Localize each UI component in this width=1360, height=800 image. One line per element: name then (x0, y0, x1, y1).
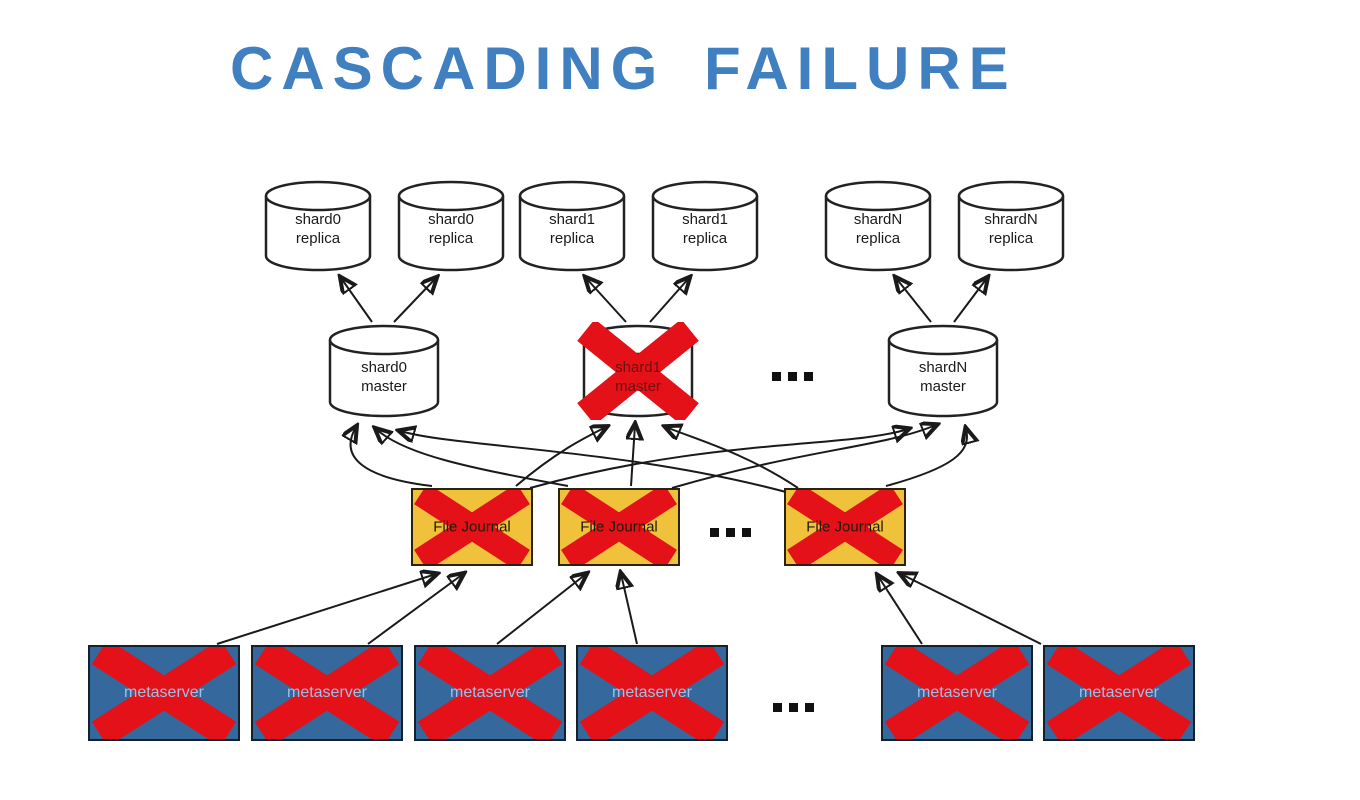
arrow-journal3-master0 (400, 431, 787, 493)
arrow-metaserver5-journal3 (878, 576, 923, 645)
label-line1: shard1 (682, 211, 728, 228)
arrow-metaserver1-journal1 (216, 574, 436, 645)
page-title: CASCADING FAILURE (230, 35, 1017, 102)
ellipsis-metaservers (773, 703, 814, 712)
label-line2: master (615, 378, 661, 395)
node-label: metaserver (611, 684, 693, 701)
arrow-journal3-master1 (666, 427, 799, 489)
node-metaserver-1-failed: metaserver (88, 645, 240, 741)
node-shard0-master: shard0 master (328, 324, 440, 418)
failure-x-icon (417, 647, 563, 739)
node-metaserver-6-failed: metaserver (1043, 645, 1195, 741)
arrow-metaserver6-journal3 (901, 574, 1042, 645)
label-line1: shrardN (984, 211, 1038, 228)
arrow-master1-replica1 (586, 278, 627, 323)
database-cylinder-icon (264, 180, 372, 272)
failure-x-icon (577, 322, 699, 420)
database-cylinder-icon (957, 180, 1065, 272)
label-line2: replica (855, 230, 901, 247)
failure-x-icon (414, 490, 530, 564)
node-shardN-master: shardN master (887, 324, 999, 418)
database-cylinder-icon (518, 180, 626, 272)
node-metaserver-3-failed: metaserver (414, 645, 566, 741)
arrow-journal1-masterN (529, 429, 908, 489)
node-label: metaserver (123, 684, 205, 701)
database-cylinder-icon (651, 180, 759, 272)
node-label: shard1 replica (518, 210, 626, 248)
label-line2: replica (988, 230, 1034, 247)
node-label: metaserver (916, 684, 998, 701)
arrow-metaserver2-journal1 (367, 574, 463, 645)
node-label: metaserver (1078, 684, 1160, 701)
node-label: shard0 replica (264, 210, 372, 248)
database-cylinder-icon (824, 180, 932, 272)
failure-x-icon (561, 490, 677, 564)
database-cylinder-icon (397, 180, 505, 272)
arrow-masterN-replica1 (896, 278, 932, 323)
node-shard1-replica-2: shard1 replica (651, 180, 759, 272)
arrow-masterN-replica2 (953, 278, 987, 323)
label-line2: replica (549, 230, 595, 247)
node-label: shard1 master (582, 358, 694, 396)
node-label: shrardN replica (957, 210, 1065, 248)
node-shardN-replica-1: shardN replica (824, 180, 932, 272)
label-line1: shard0 (295, 211, 341, 228)
label-line2: replica (428, 230, 474, 247)
arrow-metaserver3-journal2 (496, 574, 586, 645)
node-shardN-replica-2: shrardN replica (957, 180, 1065, 272)
node-file-journal-2-failed: File Journal (558, 488, 680, 566)
node-label: File Journal (433, 518, 511, 536)
label-line1: shard1 (549, 211, 595, 228)
label-line1: shardN (918, 359, 968, 376)
node-label: File Journal (580, 518, 658, 536)
arrow-master0-replica2 (393, 278, 436, 323)
failure-x-icon (579, 647, 725, 739)
arrow-journal1-master0 (351, 427, 433, 487)
arrow-journal3-masterN (885, 429, 967, 487)
node-label: File Journal (806, 518, 884, 536)
failure-x-icon (884, 647, 1030, 739)
arrow-master0-replica1 (341, 278, 373, 323)
node-shard0-replica-1: shard0 replica (264, 180, 372, 272)
node-label: shardN master (887, 358, 999, 396)
ellipsis-masters (772, 372, 813, 381)
node-file-journal-3-failed: File Journal (784, 488, 906, 566)
node-metaserver-4-failed: metaserver (576, 645, 728, 741)
failure-x-icon (91, 647, 237, 739)
label-line2: master (361, 378, 407, 395)
failure-x-icon (254, 647, 400, 739)
node-label: shard1 replica (651, 210, 759, 248)
node-label: metaserver (449, 684, 531, 701)
arrow-master1-replica2 (649, 278, 689, 323)
node-metaserver-5-failed: metaserver (881, 645, 1033, 741)
node-label: shard0 replica (397, 210, 505, 248)
node-label: shardN replica (824, 210, 932, 248)
label-line1: shard0 (428, 211, 474, 228)
arrow-metaserver4-journal2 (621, 574, 638, 645)
node-shard1-replica-1: shard1 replica (518, 180, 626, 272)
arrow-journal1-master1 (515, 427, 606, 487)
node-metaserver-2-failed: metaserver (251, 645, 403, 741)
node-shard1-master-failed: shard1 master (577, 322, 699, 420)
node-label: metaserver (286, 684, 368, 701)
label-line1: shardN (853, 211, 903, 228)
arrow-journal2-master1 (631, 425, 635, 487)
database-cylinder-icon (887, 324, 999, 418)
label-line1: shard1 (615, 359, 661, 376)
failure-x-icon (787, 490, 903, 564)
database-cylinder-icon (328, 324, 440, 418)
ellipsis-journals (710, 528, 751, 537)
label-line1: shard0 (361, 359, 407, 376)
label-line2: replica (682, 230, 728, 247)
label-line2: replica (295, 230, 341, 247)
node-file-journal-1-failed: File Journal (411, 488, 533, 566)
node-shard0-replica-2: shard0 replica (397, 180, 505, 272)
arrow-journal2-master0 (376, 429, 569, 487)
failure-x-icon (1046, 647, 1192, 739)
label-line2: master (920, 378, 966, 395)
node-label: shard0 master (328, 358, 440, 396)
arrow-journal2-masterN (671, 425, 936, 489)
